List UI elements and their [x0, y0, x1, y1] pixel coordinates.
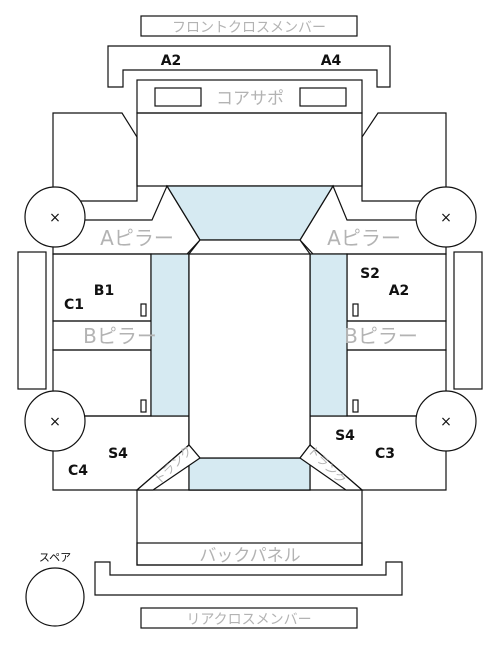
wheel-rear-right	[415, 390, 477, 452]
core-support-right-slot	[299, 87, 347, 107]
cabin-center-cover	[188, 253, 311, 459]
b-pillar-right-label: Bピラー	[344, 324, 418, 348]
wheel-front-left	[24, 186, 86, 248]
right-rear-mark	[352, 399, 359, 413]
back-panel-label: バックパネル	[199, 546, 300, 566]
right-side-sill	[453, 251, 483, 390]
spare-wheel	[25, 567, 85, 627]
spare-label: スペア	[39, 551, 71, 564]
wheel-rear-left	[24, 390, 86, 452]
right-front-mark	[352, 303, 359, 317]
core-support-label: コアサポ	[216, 89, 284, 109]
label-a4-front: A4	[321, 53, 342, 69]
front-bumper-bracket	[107, 45, 391, 88]
wheel-front-left-mark: ×	[49, 210, 61, 226]
label-s4-right: S4	[335, 428, 355, 444]
a-pillar-right-label: Aピラー	[327, 226, 401, 250]
rear-bumper-bracket	[94, 561, 403, 596]
left-front-fender	[52, 112, 138, 202]
left-rear-mark	[140, 399, 147, 413]
left-side-sill	[17, 251, 47, 390]
label-s2: S2	[360, 266, 380, 282]
label-c3: C3	[375, 446, 395, 462]
rear-cross-member-box	[140, 607, 358, 629]
wheel-rear-left-mark: ×	[49, 414, 61, 430]
label-a2-front: A2	[161, 53, 182, 69]
label-s4-left: S4	[108, 446, 128, 462]
label-c4: C4	[68, 463, 88, 479]
back-panel-box	[136, 542, 363, 566]
engine-bay	[136, 112, 363, 187]
wheel-front-right	[415, 186, 477, 248]
b-pillar-left-label: Bピラー	[83, 324, 157, 348]
label-b1: B1	[94, 283, 114, 299]
right-front-fender	[361, 112, 447, 202]
a-pillar-left-label: Aピラー	[100, 226, 174, 250]
left-front-mark	[140, 303, 147, 317]
trunk-left-diagonal	[135, 444, 201, 491]
right-rocker-panel	[309, 253, 348, 417]
front-cross-member-label: フロントクロスメンバー	[172, 20, 326, 36]
core-support-left-slot	[154, 87, 202, 107]
wheel-front-right-mark: ×	[440, 210, 452, 226]
wheel-rear-right-mark: ×	[440, 414, 452, 430]
label-a2-right: A2	[389, 283, 410, 299]
label-c1: C1	[64, 297, 84, 313]
front-floor-panel	[165, 185, 335, 241]
rear-cross-member-label: リアクロスメンバー	[186, 612, 311, 628]
trunk-right-diagonal	[299, 444, 364, 491]
front-cross-member-box	[140, 15, 358, 37]
